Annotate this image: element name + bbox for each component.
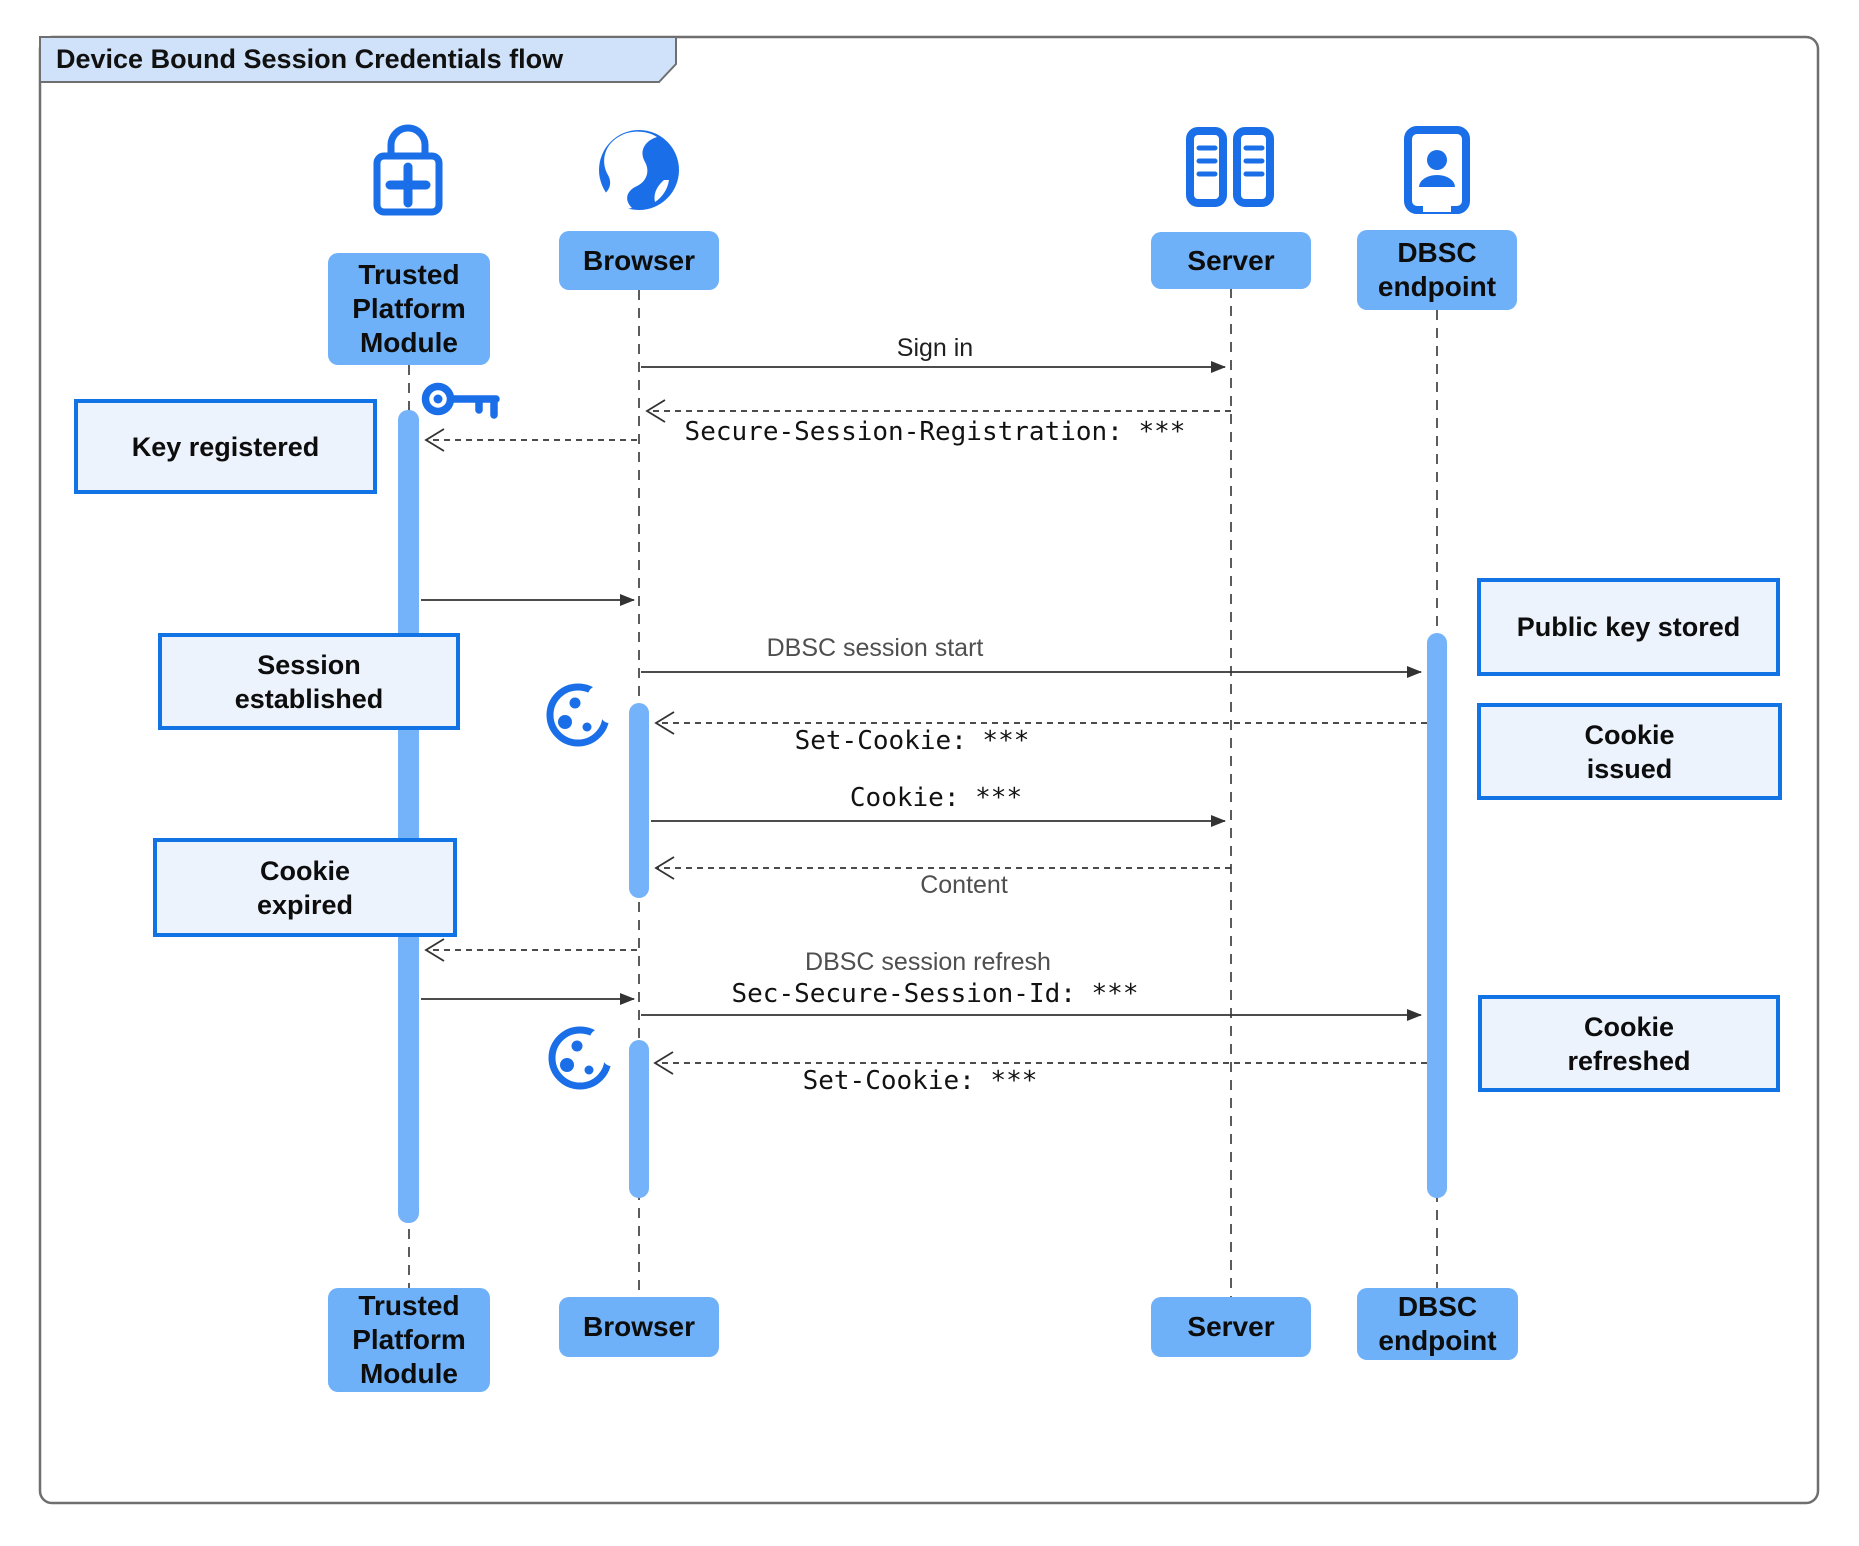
- message-set-cookie-1: Set-Cookie: ***: [794, 726, 1030, 756]
- message-secure-session-registration: Secure-Session-Registration: ***: [684, 417, 1186, 447]
- title-tab: [39, 36, 677, 83]
- note-session-established: Session established: [158, 633, 460, 730]
- key-icon: [421, 382, 500, 419]
- message-sign-in: Sign in: [896, 334, 974, 362]
- message-content: Content: [920, 871, 1008, 899]
- message-sec-secure-session-id: Sec-Secure-Session-Id: ***: [731, 979, 1139, 1009]
- note-cookie-issued: Cookie issued: [1477, 703, 1782, 800]
- lock-plus-icon: [373, 124, 443, 216]
- server-racks-icon: [1186, 127, 1274, 207]
- diagram-border: [38, 35, 1820, 1505]
- globe-icon: [599, 130, 679, 210]
- note-cookie-expired: Cookie expired: [153, 838, 457, 937]
- browser-activation-bar-1: [629, 703, 649, 898]
- actor-tpm-bottom: Trusted Platform Module: [328, 1288, 490, 1392]
- message-set-cookie-2: Set-Cookie: ***: [802, 1066, 1038, 1096]
- cookie-icon: [552, 1028, 619, 1086]
- actor-browser-bottom: Browser: [559, 1297, 719, 1357]
- message-dbsc-session-refresh: DBSC session refresh: [805, 948, 1051, 976]
- actor-dbsc-bottom: DBSC endpoint: [1357, 1288, 1518, 1360]
- note-key-registered: Key registered: [74, 399, 377, 494]
- actor-browser-top: Browser: [559, 231, 719, 290]
- cookie-icon: [550, 685, 617, 743]
- badge-person-icon: [1404, 126, 1470, 214]
- note-public-key-stored: Public key stored: [1477, 578, 1780, 676]
- tpm-activation-bar: [398, 410, 419, 1223]
- actor-tpm-top: Trusted Platform Module: [328, 253, 490, 365]
- actor-dbsc-top: DBSC endpoint: [1357, 230, 1517, 310]
- diagram-title: Device Bound Session Credentials flow: [56, 44, 564, 74]
- actor-server-top: Server: [1151, 232, 1311, 289]
- actor-server-bottom: Server: [1151, 1297, 1311, 1357]
- message-dbsc-session-start: DBSC session start: [766, 634, 984, 662]
- dbsc-activation-bar: [1427, 633, 1447, 1198]
- browser-activation-bar-2: [629, 1040, 649, 1198]
- note-cookie-refreshed: Cookie refreshed: [1478, 995, 1780, 1092]
- message-cookie: Cookie: ***: [849, 783, 1023, 813]
